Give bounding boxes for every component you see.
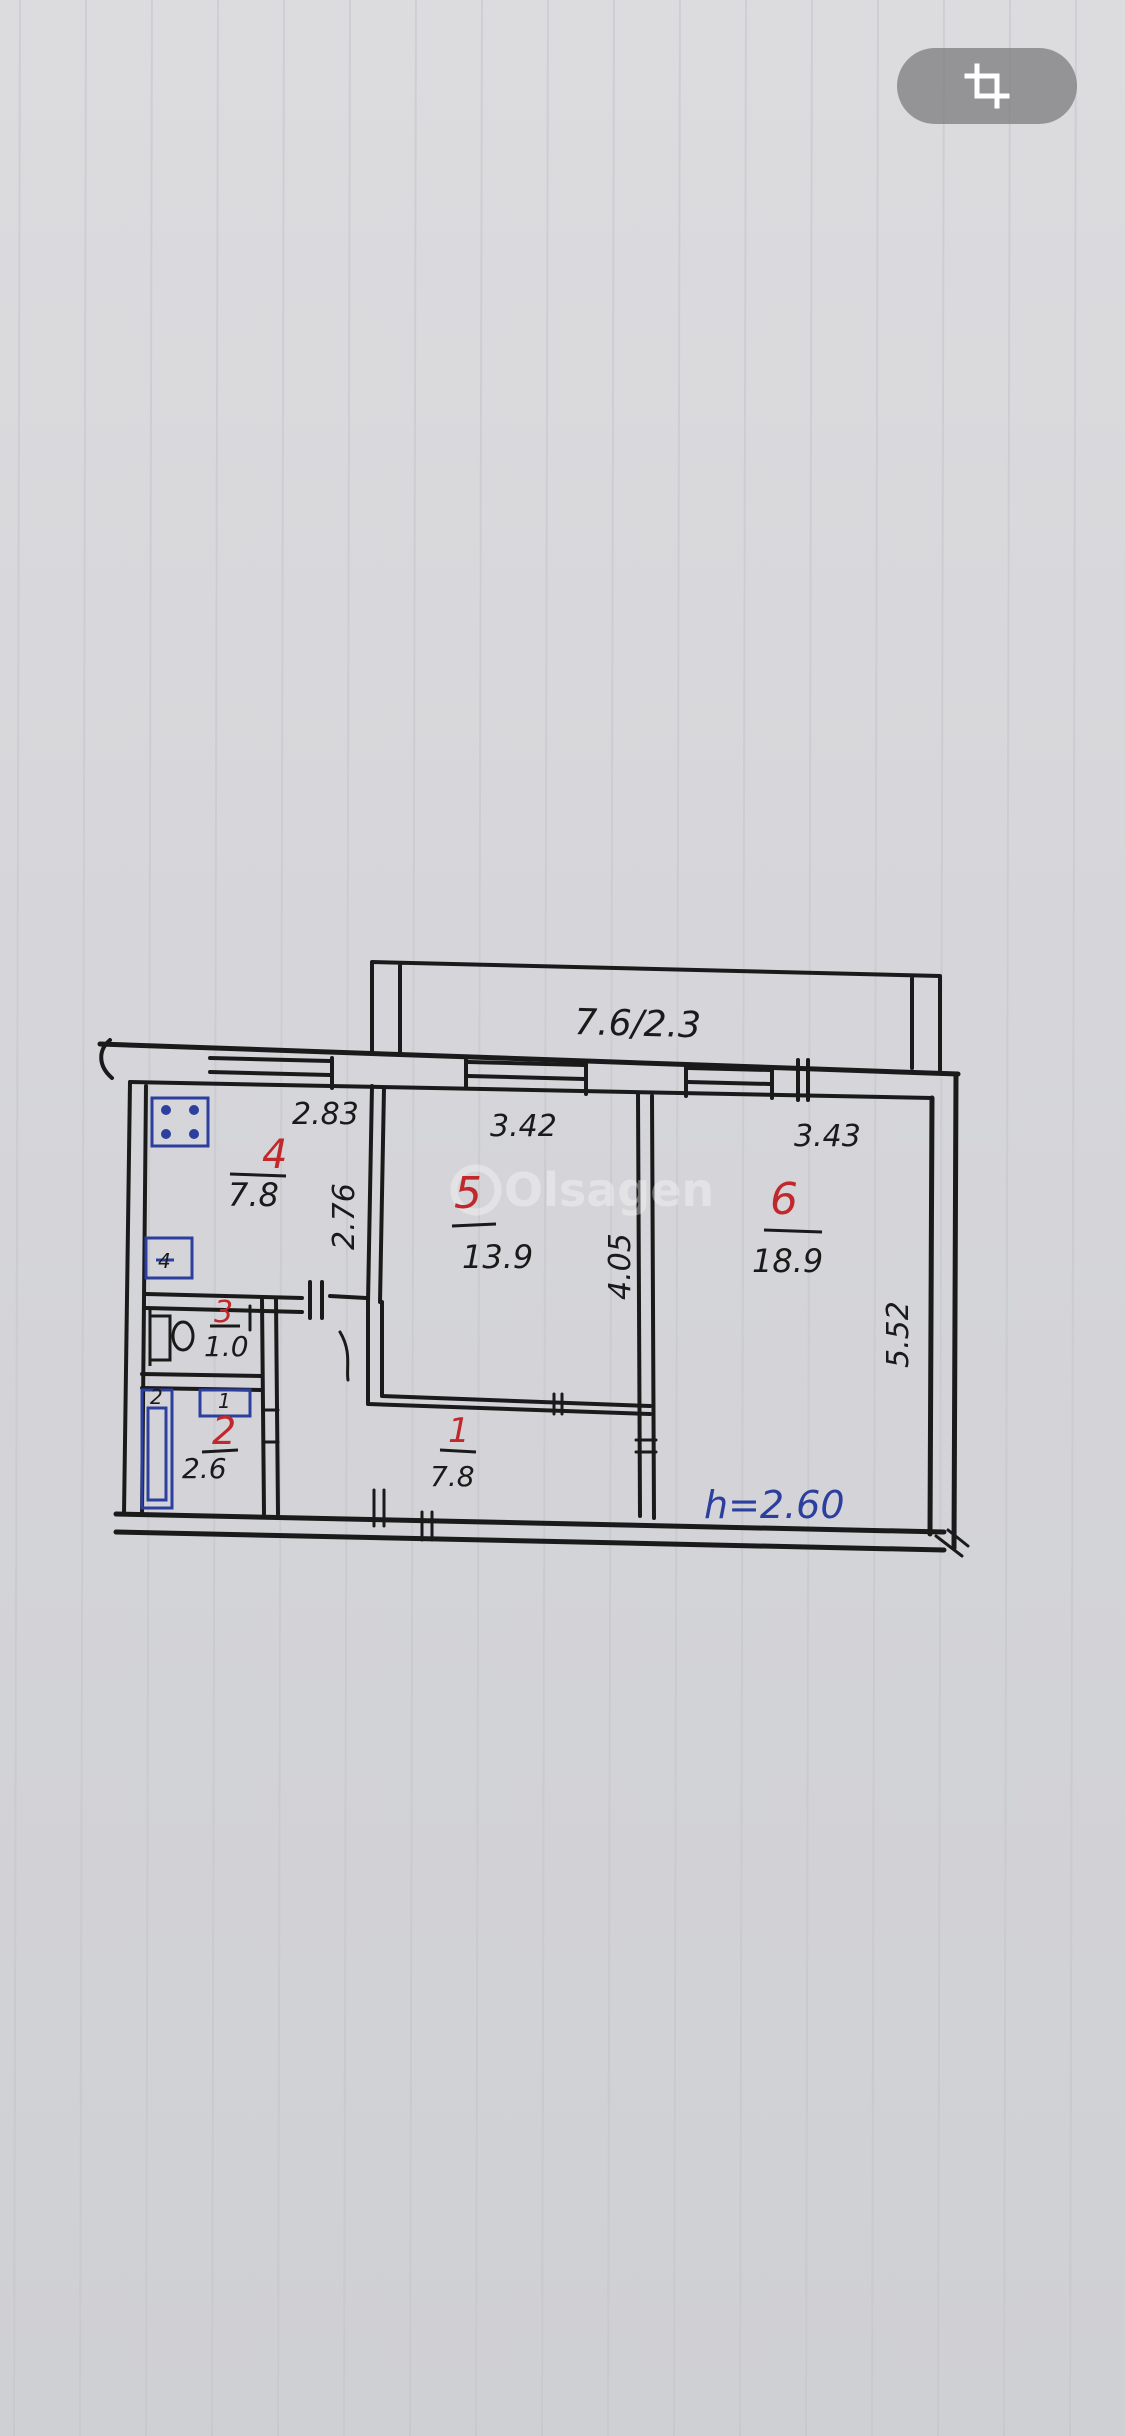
room-4-number: 4	[262, 1132, 287, 1178]
wall-bathroom-right	[260, 1298, 280, 1516]
kitchen-sink-icon	[144, 1236, 194, 1280]
fixture-marks: 2 4 1	[150, 1249, 231, 1413]
balcony-label: 7.6/2.3	[574, 1002, 702, 1046]
room-areas: 7.8 13.9 18.9 1.0 2.6 7.8	[182, 1176, 823, 1493]
room-1-area: 7.8	[430, 1460, 475, 1493]
walls	[97, 960, 970, 1558]
sink-mark-a: 4	[158, 1249, 171, 1273]
watermark-text: Olsagen	[504, 1163, 714, 1217]
wall-kitchen-room5	[366, 1084, 386, 1304]
bathtub-icon	[140, 1388, 174, 1510]
dimensions: 2.83 2.76 3.42 4.05 3.43 5.52	[292, 1097, 916, 1368]
room-2-area: 2.6	[182, 1452, 227, 1485]
watermark: Olsagen	[450, 1163, 714, 1217]
room-numbers: 4 5 6 3 2 1	[212, 1132, 798, 1453]
bath-sink-icon	[198, 1388, 252, 1418]
watermark-logo-icon	[450, 1164, 502, 1216]
bath-mark: 2	[150, 1385, 163, 1409]
fraction-bars	[201, 1172, 823, 1454]
outer-wall-top	[97, 1041, 961, 1077]
wall-kitchen-bottom	[144, 1280, 368, 1320]
crop-icon	[964, 63, 1010, 109]
dim-kitchen-depth: 2.76	[327, 1183, 362, 1250]
stove-icon	[150, 1096, 210, 1148]
outer-wall-right	[927, 1071, 959, 1551]
wall-room5-room6	[636, 1092, 656, 1520]
wall-room5-bottom	[366, 1300, 652, 1416]
dim-room5-depth: 4.05	[603, 1233, 638, 1300]
room-5-number: 5	[454, 1168, 482, 1219]
room-4-area: 7.8	[228, 1176, 279, 1214]
dim-kitchen-width: 2.83	[292, 1097, 359, 1132]
outer-wall-top-inner	[128, 1080, 934, 1100]
fixtures	[140, 1096, 252, 1510]
outer-wall-bottom	[113, 1511, 947, 1553]
crop-button[interactable]	[897, 48, 1077, 124]
window-room6	[686, 1066, 772, 1086]
balcony-outline	[370, 960, 942, 1072]
room-1-number: 1	[448, 1411, 470, 1451]
room-3-number: 3	[214, 1295, 233, 1330]
room-3-area: 1.0	[204, 1330, 249, 1363]
toilet-icon	[148, 1310, 172, 1366]
ceiling-height: h=2.60	[704, 1483, 845, 1527]
dim-room5-width: 3.42	[490, 1109, 557, 1144]
dim-room6-width: 3.43	[794, 1119, 861, 1154]
room-6-number: 6	[770, 1174, 798, 1225]
sink-mark-b: 1	[218, 1389, 231, 1413]
room-2-number: 2	[212, 1409, 236, 1453]
room-5-area: 13.9	[462, 1238, 533, 1276]
dim-room6-depth: 5.52	[881, 1301, 916, 1368]
room-6-area: 18.9	[752, 1242, 823, 1280]
window-kitchen	[208, 1056, 332, 1077]
window-room5	[466, 1060, 586, 1081]
